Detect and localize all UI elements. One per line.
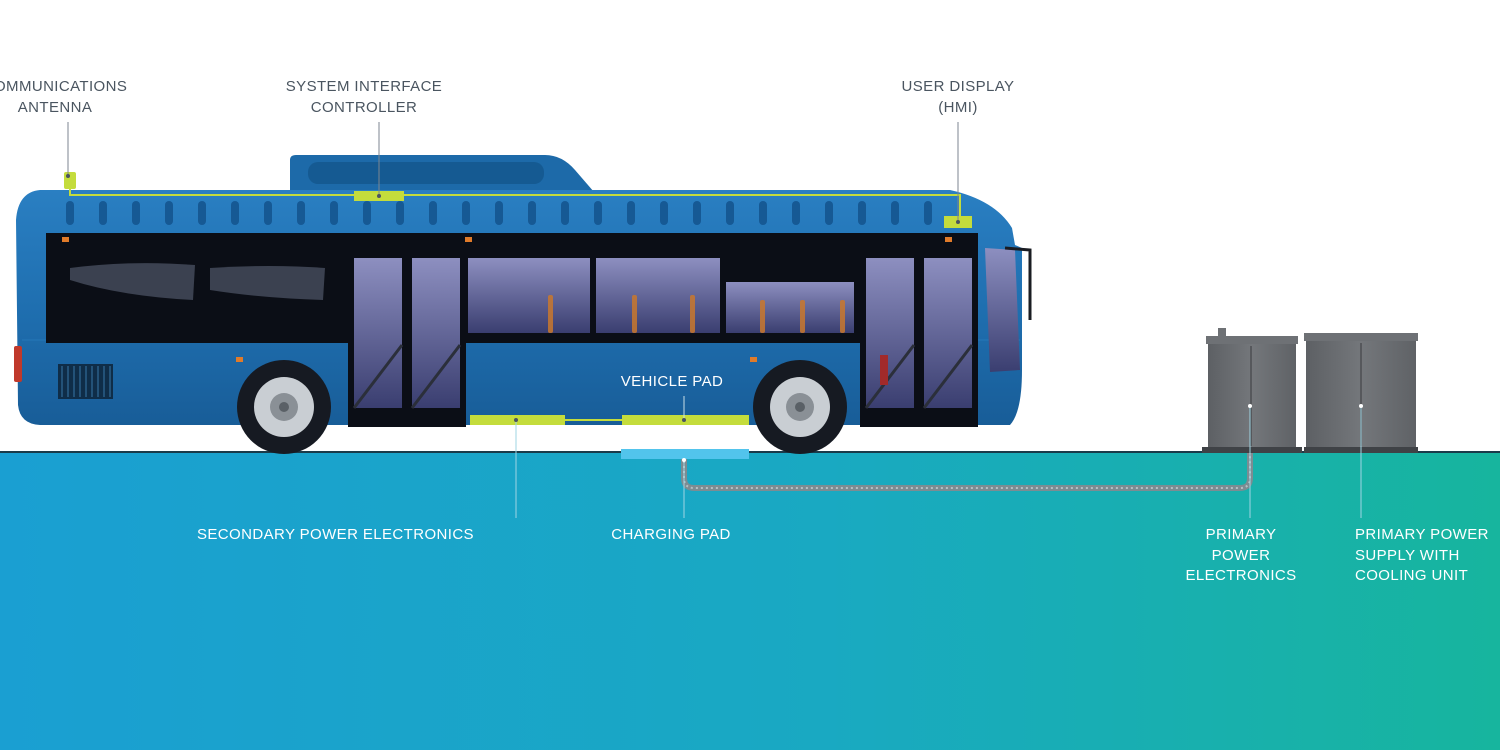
windshield <box>985 248 1020 372</box>
label-secondary-power-electronics: SECONDARY POWER ELECTRONICS <box>197 526 474 543</box>
label-user-display: USER DISPLAY (HMI) <box>901 78 1015 116</box>
side-window-3 <box>726 282 854 333</box>
label-system-interface-controller: SYSTEM INTERFACE CONTROLLER <box>285 78 443 116</box>
charging-pad <box>621 449 749 459</box>
label-charging-pad: CHARGING PAD <box>611 526 731 543</box>
roof-harness <box>69 187 961 218</box>
side-window-2 <box>596 258 720 333</box>
primary-power-electronics-cabinet <box>1202 328 1302 453</box>
rear-window-right <box>210 266 325 300</box>
tail-light <box>14 346 22 382</box>
communications-antenna-unit <box>64 172 76 189</box>
side-window-1 <box>468 258 590 333</box>
label-vehicle-pad: VEHICLE PAD <box>620 373 724 390</box>
front-wheel <box>753 360 847 454</box>
leader-lines <box>67 122 1362 518</box>
rear-window-left <box>70 263 195 300</box>
ground <box>0 452 1500 750</box>
label-communications-antenna: COMMUNICATIONS ANTENNA <box>0 78 128 116</box>
roof-ridges <box>66 201 932 225</box>
rear-wheel <box>237 360 331 454</box>
label-primary-power-supply: PRIMARY POWER SUPPLY WITH COOLING UNIT <box>1355 526 1489 584</box>
label-primary-power-electronics: PRIMARY POWER ELECTRONICS <box>1185 526 1297 584</box>
